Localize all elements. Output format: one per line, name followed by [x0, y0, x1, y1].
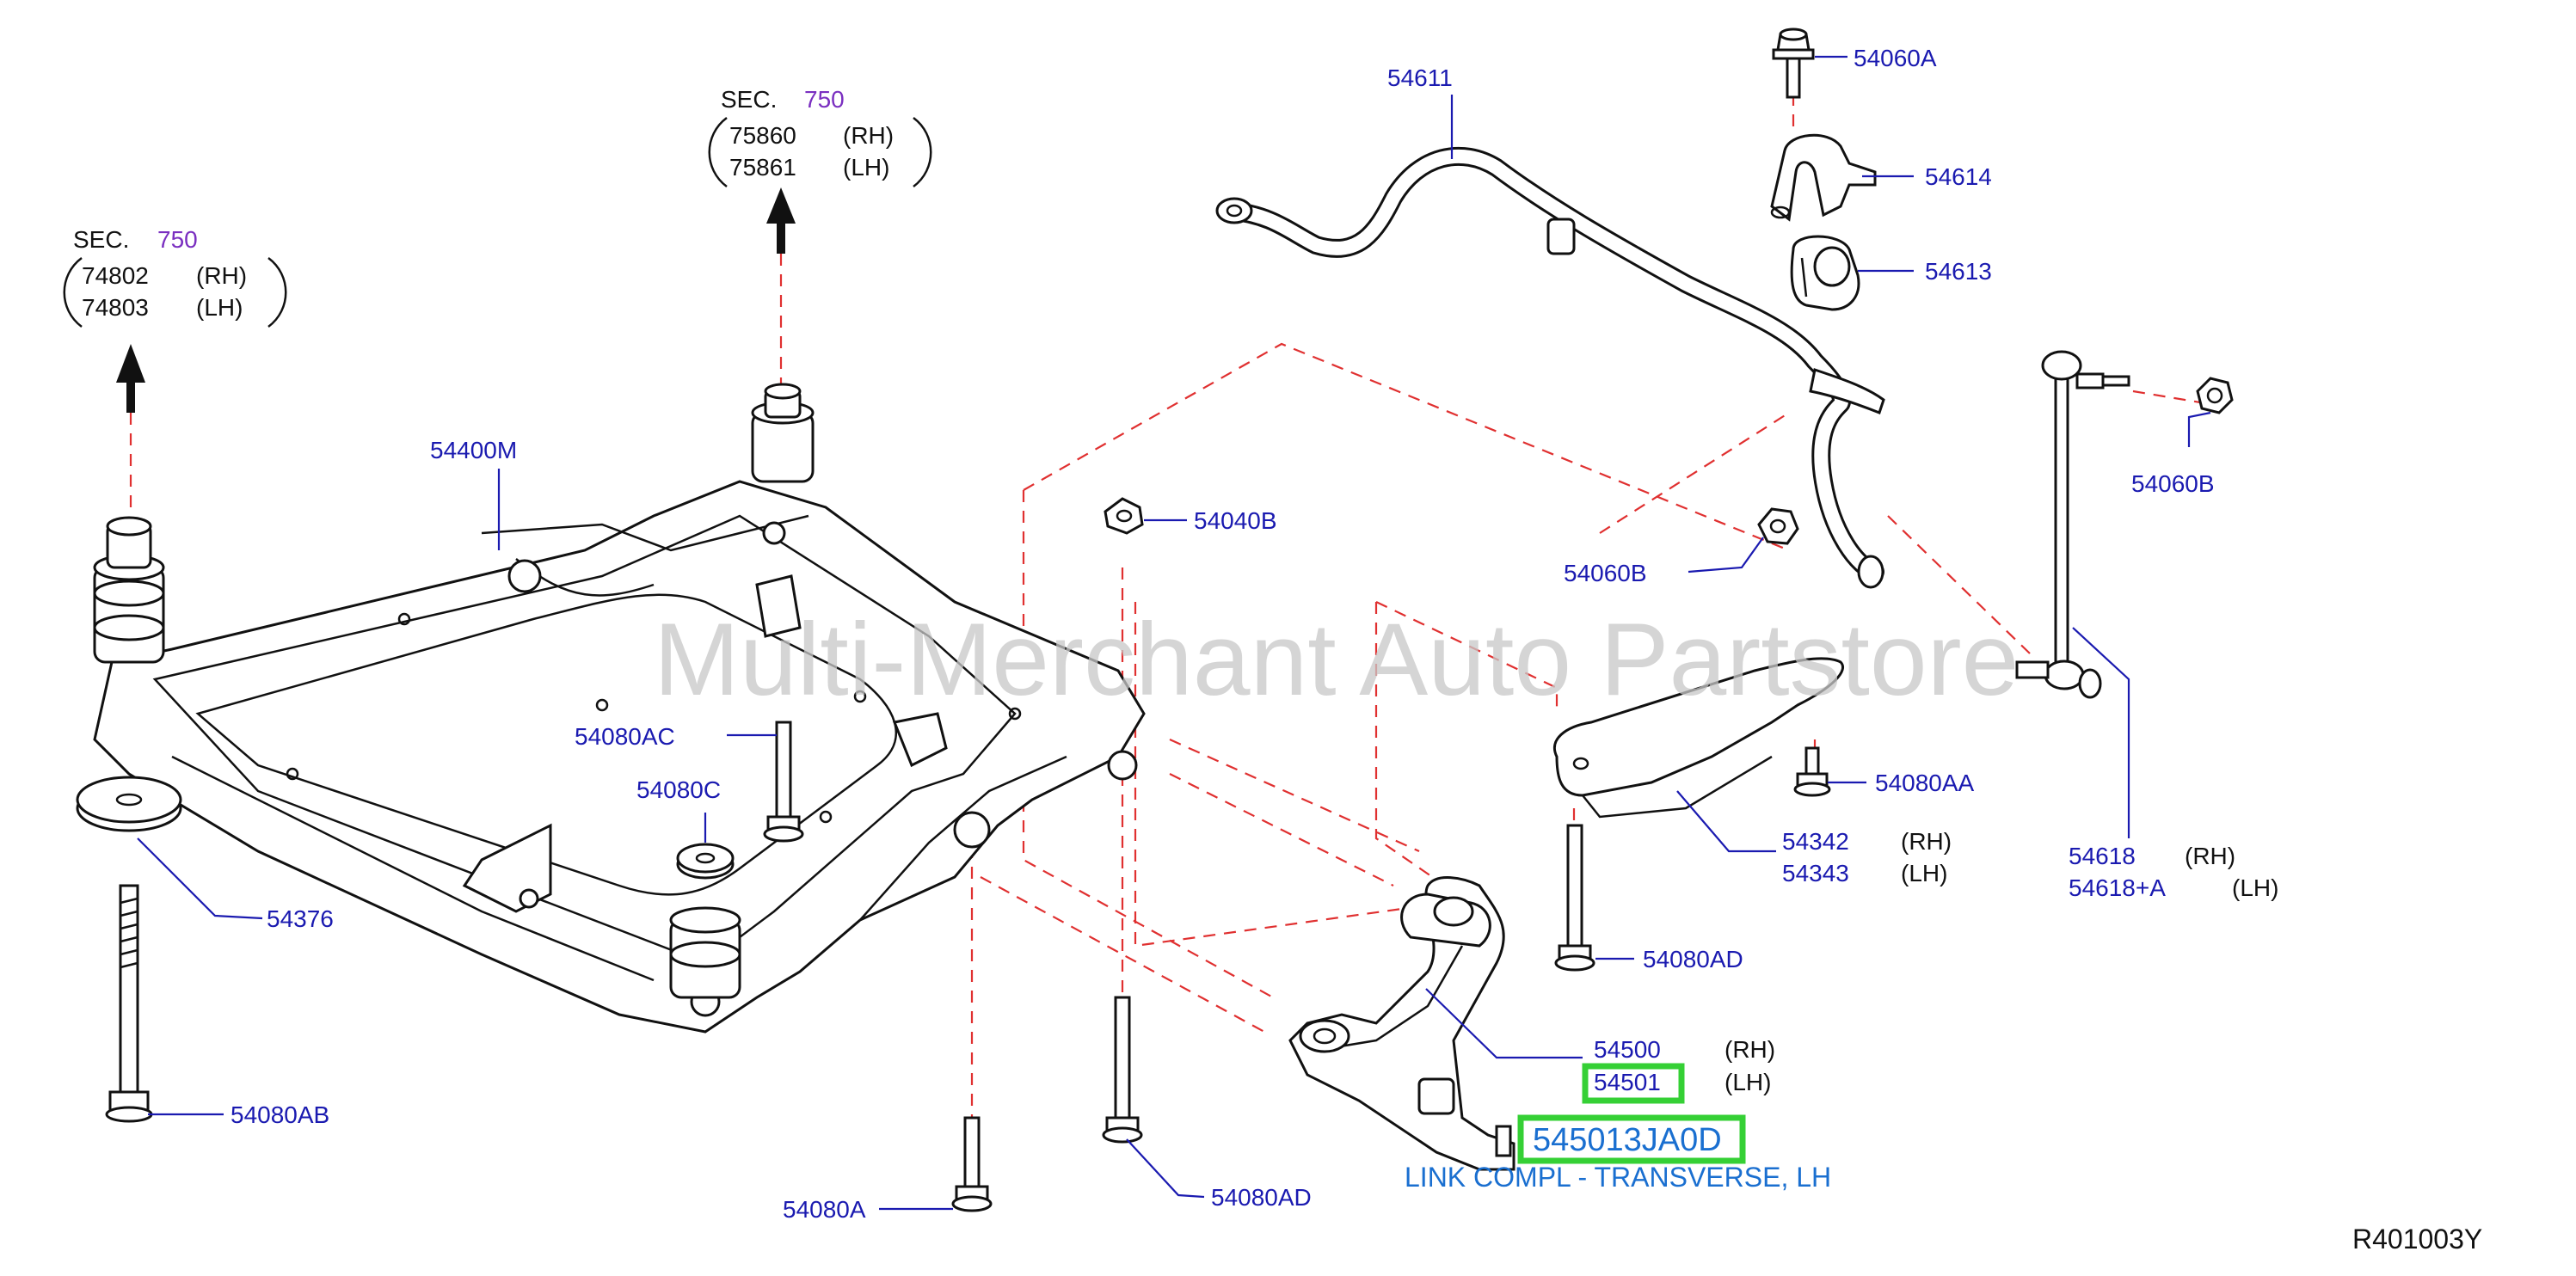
washer-54080c: [676, 843, 735, 880]
sec-left-lh-part: 74803: [82, 294, 149, 321]
sec-left-rh-part: 74802: [82, 262, 149, 289]
sec-left-lh: (LH): [196, 294, 243, 321]
label-54080a[interactable]: 54080A: [783, 1196, 866, 1223]
washer-54376: [76, 776, 182, 832]
bottom-mount-bushing: [669, 906, 741, 999]
bolt-54080ab: [105, 884, 153, 1123]
label-54080c[interactable]: 54080C: [636, 776, 721, 803]
label-54501[interactable]: 54501: [1594, 1069, 1661, 1095]
bushing-clamp-54614: [1770, 133, 1877, 222]
bolt-54080a: [951, 1116, 993, 1212]
sec-left-number: 750: [157, 226, 198, 253]
sec-750-right: SEC. 750 75860 (RH) 75861 (LH): [708, 86, 932, 188]
sec-750-left: SEC. 750 74802 (RH) 74803 (LH): [63, 226, 287, 328]
label-54618-rh: (RH): [2185, 843, 2235, 869]
label-54040b[interactable]: 54040B: [1194, 507, 1277, 534]
label-54618[interactable]: 54618: [2069, 843, 2136, 869]
bolt-54080aa: [1793, 746, 1831, 797]
bracket-54342: [1553, 657, 1844, 819]
nut-54060b-right: [2196, 377, 2234, 414]
watermark: Multi-Merchant Auto Partstore: [654, 602, 2019, 717]
label-54618a[interactable]: 54618+A: [2069, 874, 2166, 901]
bolt-54080ac: [763, 721, 804, 843]
label-54618a-lh: (LH): [2232, 874, 2278, 901]
bolt-54080ad-bottom: [1102, 996, 1143, 1144]
stabilizer-link: [2015, 350, 2130, 699]
label-54060a[interactable]: 54060A: [1854, 45, 1937, 71]
sec-right-lh: (LH): [843, 154, 889, 181]
label-54342[interactable]: 54342: [1782, 828, 1849, 855]
stabilizer-bar: [1215, 146, 1885, 589]
arrow-up-icon: [116, 344, 145, 413]
label-54060b-right[interactable]: 54060B: [2131, 470, 2215, 497]
label-54400m[interactable]: 54400M: [430, 437, 517, 463]
label-54501-lh: (LH): [1725, 1069, 1771, 1095]
label-54080ac[interactable]: 54080AC: [575, 723, 675, 750]
part-labels: 54611 54060A 54614 54613 54400M 54040B 5…: [231, 45, 2278, 1223]
bushing-54613: [1790, 235, 1860, 311]
nut-54060b-mid: [1757, 507, 1799, 545]
label-54343-lh: (LH): [1901, 860, 1947, 886]
sec-left-rh: (RH): [196, 262, 247, 289]
highlight-part-number[interactable]: 545013JA0D: [1533, 1122, 1722, 1158]
sec-right-rh: (RH): [843, 122, 894, 149]
highlight-boxes: 545013JA0D LINK COMPL - TRANSVERSE, LH: [1405, 1063, 1831, 1193]
label-54060b-mid[interactable]: 54060B: [1564, 560, 1647, 586]
diagram-code: R401003Y: [2352, 1224, 2482, 1255]
sec-left-title: SEC.: [73, 226, 129, 253]
nut-54040b: [1104, 497, 1144, 535]
label-54500[interactable]: 54500: [1594, 1036, 1661, 1063]
top-mount-bushing: [751, 383, 815, 483]
bolt-54080ad-right: [1554, 824, 1595, 972]
label-54080ad-bottom[interactable]: 54080AD: [1211, 1184, 1312, 1211]
label-54613[interactable]: 54613: [1925, 258, 1992, 285]
label-54343[interactable]: 54343: [1782, 860, 1849, 886]
sec-right-rh-part: 75860: [729, 122, 796, 149]
label-54611[interactable]: 54611: [1387, 64, 1453, 91]
front-crossmember: [93, 480, 1146, 1034]
arrow-up-icon: [766, 187, 796, 254]
label-54080aa[interactable]: 54080AA: [1875, 770, 1975, 796]
highlight-description: LINK COMPL - TRANSVERSE, LH: [1405, 1162, 1831, 1193]
label-54500-rh: (RH): [1725, 1036, 1775, 1063]
label-54080ad-right[interactable]: 54080AD: [1643, 946, 1743, 972]
sec-right-title: SEC.: [721, 86, 777, 113]
sec-right-lh-part: 75861: [729, 154, 796, 181]
label-54614[interactable]: 54614: [1925, 163, 1992, 190]
label-54080ab[interactable]: 54080AB: [231, 1101, 329, 1128]
left-mount-bushing: [93, 516, 165, 664]
bolt-54060a: [1772, 28, 1815, 99]
sec-right-number: 750: [804, 86, 845, 113]
label-54342-rh: (RH): [1901, 828, 1952, 855]
leader-lines: [137, 55, 2211, 1211]
label-54376[interactable]: 54376: [267, 905, 334, 932]
transverse-link: [1288, 876, 1515, 1171]
